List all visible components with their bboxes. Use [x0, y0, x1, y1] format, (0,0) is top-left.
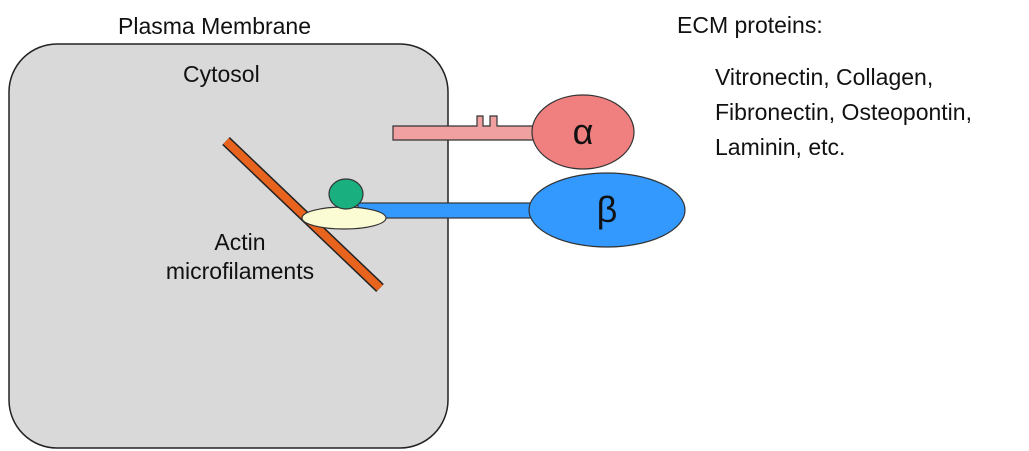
cytosol-label: Cytosol — [183, 61, 260, 87]
cell-cytosol-region — [8, 43, 449, 449]
actin-label-line1: Actin — [214, 229, 266, 255]
ecm-proteins-title: ECM proteins: — [677, 12, 823, 38]
plasma-membrane-label: Plasma Membrane — [118, 13, 312, 39]
alpha-subunit-label: α — [572, 111, 594, 152]
beta-subunit-label: β — [596, 189, 618, 230]
adaptor-protein-green — [328, 178, 364, 210]
actin-label-line2: microfilaments — [165, 258, 315, 284]
actin-label: Actin microfilaments — [150, 228, 330, 286]
adaptor-protein-cream — [301, 206, 387, 230]
alpha-subunit-head — [531, 94, 635, 170]
beta-subunit-head — [528, 172, 686, 248]
ecm-proteins-line: Vitronectin, Collagen, — [715, 64, 934, 90]
ecm-proteins-line: Laminin, etc. — [715, 134, 846, 160]
ecm-proteins-line: Fibronectin, Osteopontin, — [715, 99, 972, 125]
actin-microfilament-fill — [223, 138, 383, 291]
ecm-proteins-list: Vitronectin, Collagen, Fibronectin, Oste… — [715, 60, 972, 165]
